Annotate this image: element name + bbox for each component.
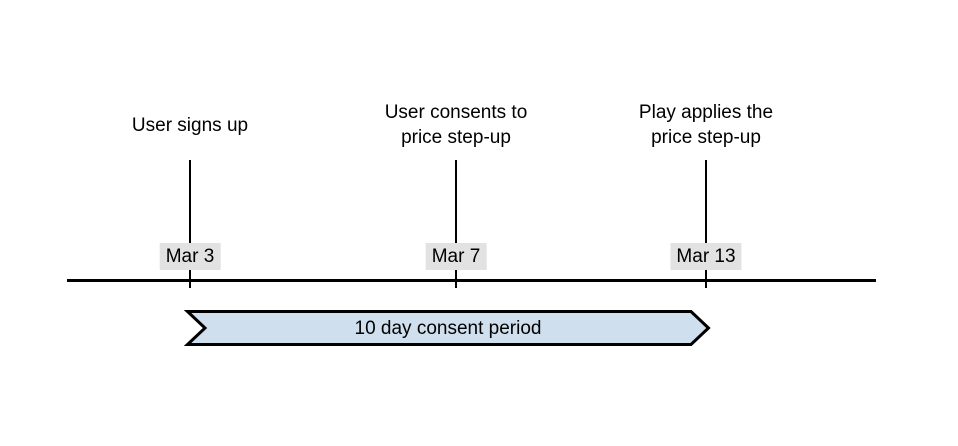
event-label-apply: Play applies the price step-up [639, 100, 773, 150]
date-chip-signup: Mar 3 [159, 243, 221, 270]
consent-period-label: 10 day consent period [354, 317, 542, 339]
tick-line-consent [455, 160, 457, 288]
tick-line-apply [705, 160, 707, 288]
event-label-line-2: price step-up [651, 127, 761, 148]
date-chip-apply: Mar 13 [670, 243, 742, 270]
event-label-line-1: User consents to [384, 102, 528, 123]
event-label-line-2: price step-up [401, 127, 511, 148]
event-label-consent: User consents to price step-up [385, 100, 528, 150]
date-chip-consent: Mar 7 [425, 243, 487, 270]
event-label-line-1: Play applies the [638, 102, 774, 123]
tick-line-signup [189, 160, 191, 288]
consent-period-banner: 10 day consent period [186, 310, 710, 346]
chevron-arrow-shape [186, 310, 710, 346]
event-label-signup: User signs up [132, 113, 248, 138]
event-label-line-1: User signs up [131, 115, 249, 136]
timeline-axis [67, 279, 876, 282]
